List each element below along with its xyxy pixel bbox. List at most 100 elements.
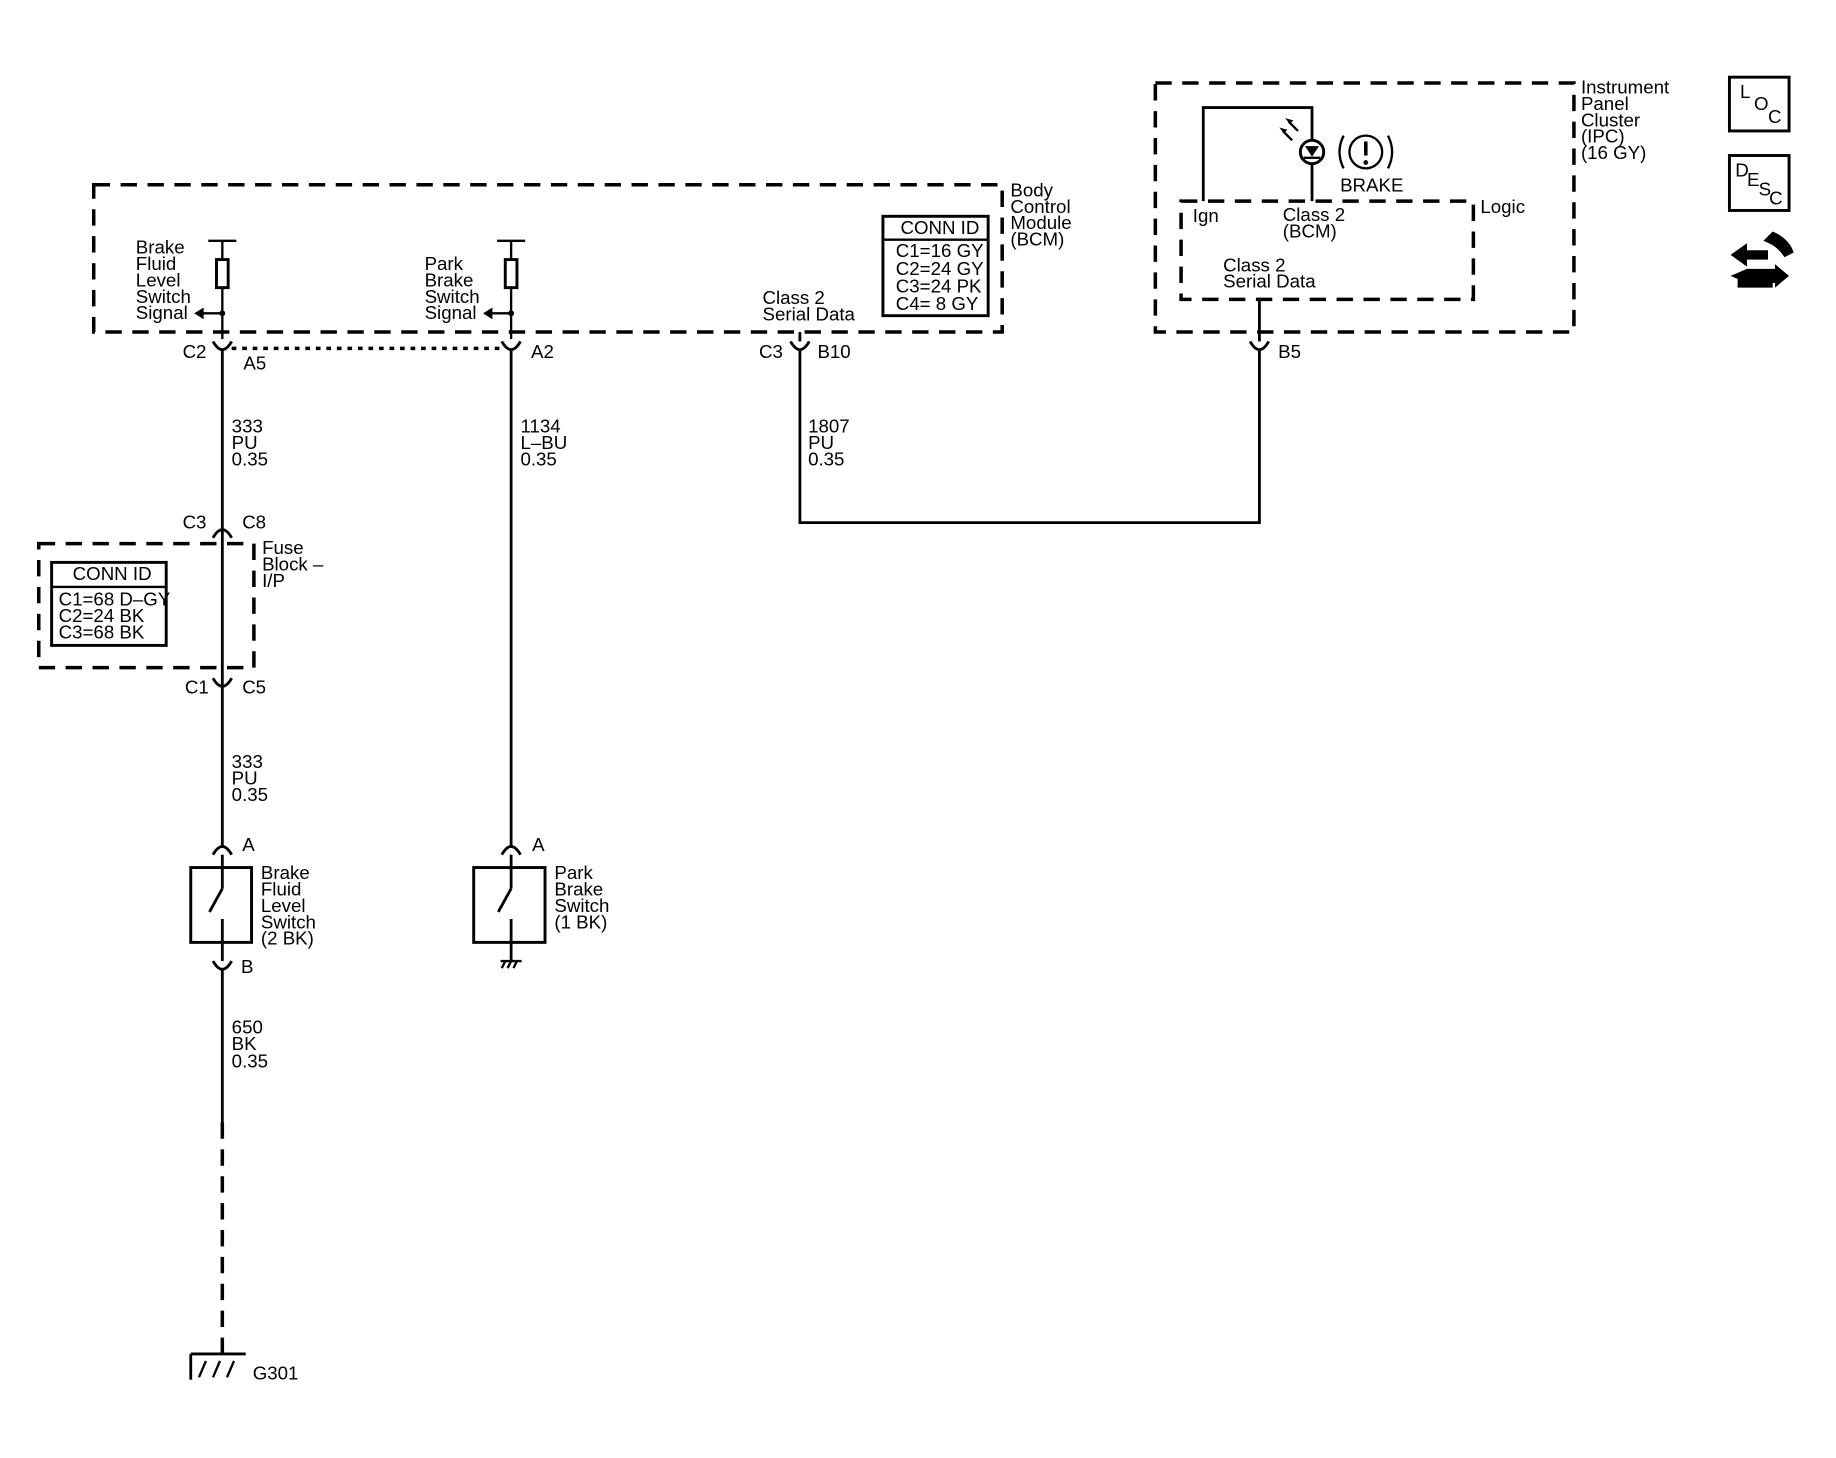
svg-text:650: 650 xyxy=(232,1017,263,1038)
svg-text:PU: PU xyxy=(808,432,834,453)
svg-text:Level: Level xyxy=(136,269,181,290)
svg-text:O: O xyxy=(1754,93,1769,114)
brake-led-icon xyxy=(1279,118,1326,166)
bcm-class2-label: Class 2 Serial Data xyxy=(762,287,855,324)
pin-label: C3 xyxy=(183,511,207,532)
connector-b5 xyxy=(1248,340,1270,351)
pin-label: A xyxy=(242,834,255,855)
ground-g301-icon xyxy=(189,1352,246,1380)
fuse-block-label: Fuse Block – I/P xyxy=(262,537,324,591)
connector-c2-a5 xyxy=(211,340,233,351)
svg-text:Switch: Switch xyxy=(136,286,191,307)
svg-text:Signal: Signal xyxy=(425,302,477,323)
svg-text:Block –: Block – xyxy=(262,554,324,575)
svg-text:Fluid: Fluid xyxy=(136,253,177,274)
connector-c3-b10 xyxy=(789,340,811,351)
brake-fluid-switch-label: Brake Fluid Level Switch (2 BK) xyxy=(261,862,316,948)
svg-text:Serial Data: Serial Data xyxy=(1223,271,1316,292)
svg-text:BK: BK xyxy=(232,1033,257,1054)
description-button[interactable]: D E S C xyxy=(1727,154,1791,212)
connector-park-a xyxy=(500,845,522,856)
ipc-module-boundary xyxy=(1153,81,1576,334)
pin-label: C3 xyxy=(759,341,783,362)
svg-text:Switch: Switch xyxy=(261,911,316,932)
brake-fluid-signal-input xyxy=(194,239,237,340)
svg-text:0.35: 0.35 xyxy=(232,448,268,469)
ipc-logic-block xyxy=(1179,199,1476,302)
pin-label: B10 xyxy=(817,341,850,362)
wire-1807 xyxy=(798,348,1261,525)
svg-text:(1 BK): (1 BK) xyxy=(554,911,607,932)
wire-label-1807: 1807 PU 0.35 xyxy=(808,416,850,470)
pin-label: A5 xyxy=(243,352,266,373)
svg-text:Brake: Brake xyxy=(554,879,603,900)
brake-warning-icon xyxy=(1338,134,1394,170)
fuse-conn-row: C2=24 BK xyxy=(59,605,145,626)
bcm-conn-row: C3=24 PK xyxy=(896,275,982,296)
park-brake-switch-label: Park Brake Switch (1 BK) xyxy=(554,862,609,932)
svg-text:Cluster: Cluster xyxy=(1581,109,1640,130)
svg-text:1134: 1134 xyxy=(520,416,560,437)
fuse-conn-id-table: CONN ID C1=68 D–GY C2=24 BK C3=68 BK xyxy=(50,560,171,647)
brake-fluid-level-switch xyxy=(189,854,254,962)
svg-text:Fluid: Fluid xyxy=(261,879,302,900)
svg-text:0.35: 0.35 xyxy=(232,784,268,805)
svg-text:Instrument: Instrument xyxy=(1581,77,1670,98)
brake-indicator-label: BRAKE xyxy=(1340,175,1403,196)
connector-c2-a2 xyxy=(500,340,522,351)
svg-text:PU: PU xyxy=(232,768,258,789)
svg-text:L: L xyxy=(1740,81,1750,102)
svg-text:Serial Data: Serial Data xyxy=(762,303,855,324)
location-button[interactable]: L O C xyxy=(1727,75,1791,133)
svg-text:1807: 1807 xyxy=(808,416,850,437)
svg-text:C: C xyxy=(1769,188,1783,209)
svg-text:Panel: Panel xyxy=(1581,93,1629,114)
svg-text:Brake: Brake xyxy=(136,237,185,258)
svg-text:PU: PU xyxy=(232,432,258,453)
wire-label-1134: 1134 L–BU 0.35 xyxy=(520,416,567,470)
svg-text:333: 333 xyxy=(232,751,263,772)
wire-label-650: 650 BK 0.35 xyxy=(232,1017,268,1072)
bcm-conn-row: C2=24 GY xyxy=(896,258,984,279)
connector-nav-icon[interactable] xyxy=(1730,231,1794,288)
ipc-indicator-circuit xyxy=(1201,106,1314,202)
connector-switch-a xyxy=(211,845,233,856)
wire-label-333-top: 333 PU 0.35 xyxy=(232,416,268,470)
svg-text:(16 GY): (16 GY) xyxy=(1581,142,1646,163)
bcm-conn-id-table: CONN ID C1=16 GY C2=24 GY C3=24 PK C4= 8… xyxy=(881,214,990,318)
bcm-module-label: Body Control Module (BCM) xyxy=(1010,179,1071,249)
ipc-serial-data-label: Class 2 Serial Data xyxy=(1223,254,1316,291)
ground-label: G301 xyxy=(253,1363,299,1384)
svg-text:D: D xyxy=(1735,160,1749,181)
wire-label-333-bottom: 333 PU 0.35 xyxy=(232,751,268,805)
pin-label: C2 xyxy=(183,341,207,362)
pin-label: C8 xyxy=(242,511,266,532)
svg-text:Level: Level xyxy=(261,895,306,916)
fuse-conn-row: C3=68 BK xyxy=(59,621,145,642)
svg-text:Park: Park xyxy=(554,862,593,883)
ipc-logic-label: Logic xyxy=(1480,196,1525,217)
svg-text:(BCM): (BCM) xyxy=(1283,220,1337,241)
svg-text:0.35: 0.35 xyxy=(808,448,844,469)
bcm-conn-title: CONN ID xyxy=(900,217,979,238)
svg-text:Control: Control xyxy=(1010,196,1070,217)
svg-text:333: 333 xyxy=(232,416,263,437)
pin-label: C1 xyxy=(185,676,209,697)
fuse-block-boundary xyxy=(37,541,256,670)
bcm-conn-row: C1=16 GY xyxy=(896,240,984,261)
svg-text:Fuse: Fuse xyxy=(262,537,304,558)
svg-text:S: S xyxy=(1759,178,1771,199)
svg-text:(IPC): (IPC) xyxy=(1581,126,1625,147)
brake-fluid-signal-label: Brake Fluid Level Switch Signal xyxy=(136,237,191,323)
svg-text:Switch: Switch xyxy=(425,286,480,307)
svg-text:Park: Park xyxy=(425,253,464,274)
park-brake-switch xyxy=(472,854,547,962)
ipc-class2-bcm-label: Class 2 (BCM) xyxy=(1283,204,1345,241)
pin-label: A xyxy=(532,834,545,855)
ipc-ign-label: Ign xyxy=(1193,205,1219,226)
svg-text:Body: Body xyxy=(1010,179,1053,200)
fuse-conn-title: CONN ID xyxy=(73,563,152,584)
svg-text:0.35: 0.35 xyxy=(520,448,556,469)
park-brake-switch-ground-icon xyxy=(500,959,522,969)
svg-text:E: E xyxy=(1747,169,1759,190)
